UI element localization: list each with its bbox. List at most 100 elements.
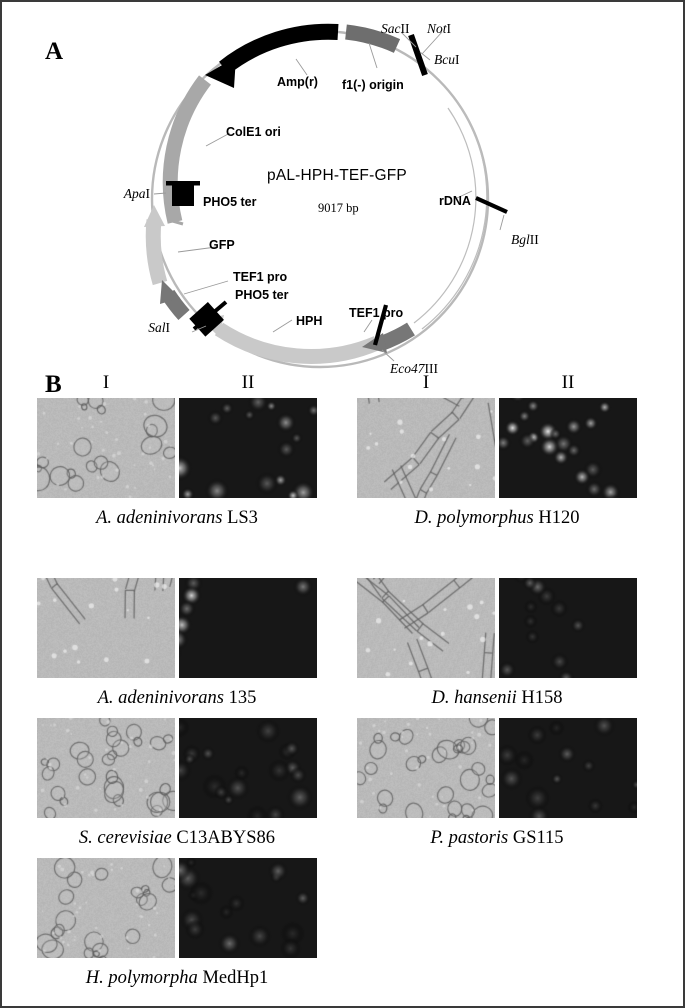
leader-rdna xyxy=(456,190,473,199)
micrograph-brightfield xyxy=(37,858,175,958)
micrograph-pair xyxy=(37,858,317,958)
specimen-strain: H158 xyxy=(516,688,563,708)
leader-bglii xyxy=(499,214,505,231)
micrograph-pair xyxy=(357,398,637,498)
micrograph-brightfield xyxy=(37,578,175,678)
specimen-caption: D. hansenii H158 xyxy=(357,688,637,709)
specimen-strain: C13ABYS86 xyxy=(171,828,276,848)
leader-hph xyxy=(272,319,293,333)
micrograph-pair xyxy=(37,718,317,818)
specimen-genus: P. pastoris xyxy=(430,828,509,848)
label-gfp: GFP xyxy=(209,238,235,252)
leader-eco47iii xyxy=(381,349,395,362)
specimen-genus: S. cerevisiae xyxy=(78,828,172,848)
column-header-ii: II xyxy=(561,372,575,393)
micrograph-fluorescence xyxy=(499,398,637,498)
micrograph-pair xyxy=(37,578,317,678)
feature-hph-body xyxy=(214,322,380,364)
micrograph-brightfield xyxy=(357,578,495,678)
rdna-arc-outer xyxy=(421,100,488,330)
micrograph-fluorescence xyxy=(179,578,317,678)
micrograph-brightfield xyxy=(357,398,495,498)
specimen-caption: D. polymorphus H120 xyxy=(357,508,637,529)
leader-sacii xyxy=(400,31,417,48)
micrograph-pair xyxy=(37,398,317,498)
micrograph-fluorescence xyxy=(179,398,317,498)
feature-pho5-ter-upper-bar xyxy=(166,181,200,186)
label-restriction-noti: NotI xyxy=(426,21,452,36)
feature-f1-origin xyxy=(344,24,401,53)
leader-bcui xyxy=(419,51,431,61)
panel-a-letter: A xyxy=(45,38,64,65)
cole1-end-cap xyxy=(168,218,184,226)
specimen-strain: MedHp1 xyxy=(197,968,269,988)
leader-sali xyxy=(191,325,207,333)
leader-cole1 xyxy=(205,132,231,147)
specimen-caption: A. adeninivorans LS3 xyxy=(37,508,317,529)
label-ampr: Amp(r) xyxy=(277,75,318,89)
leader-apai xyxy=(153,192,167,195)
label-pho5-ter-upper: PHO5 ter xyxy=(203,195,257,209)
leader-f1 xyxy=(368,42,378,69)
specimen-strain: H120 xyxy=(533,508,580,528)
label-restriction-bglii: BglII xyxy=(511,232,539,247)
specimen-strain: GS115 xyxy=(508,828,564,848)
plasmid-map-diagram: Amp(r) f1(-) origin ColE1 ori PHO5 ter G… xyxy=(2,2,683,374)
label-f1-origin: f1(-) origin xyxy=(342,78,404,92)
specimen-genus: H. polymorpha xyxy=(85,968,198,988)
specimen-caption: H. polymorpha MedHp1 xyxy=(37,968,317,989)
specimen-genus: D. hansenii xyxy=(431,688,517,708)
restriction-cut-sali xyxy=(192,300,228,331)
feature-gfp-arrowhead xyxy=(144,205,165,227)
specimen-caption: S. cerevisiae C13ABYS86 xyxy=(37,828,317,849)
label-hph: HPH xyxy=(296,314,322,328)
feature-ampr-arrowhead xyxy=(205,57,236,88)
leader-noti xyxy=(421,31,443,55)
label-restriction-sacii: SacII xyxy=(381,21,410,36)
feature-ampr-body xyxy=(219,23,339,75)
column-header-ii: II xyxy=(241,372,255,393)
leader-gfp xyxy=(177,246,217,253)
specimen-caption: A. adeninivorans 135 xyxy=(37,688,317,709)
label-pho5-ter-lower: PHO5 ter xyxy=(235,288,289,302)
plasmid-name: pAL-HPH-TEF-GFP xyxy=(267,167,407,184)
micrograph-fluorescence xyxy=(179,858,317,958)
restriction-cut-eco47iii xyxy=(372,304,389,346)
label-cole1-ori: ColE1 ori xyxy=(226,125,281,139)
plasmid-size: 9017 bp xyxy=(318,201,359,215)
label-rdna: rDNA xyxy=(439,194,471,208)
label-restriction-bcui: BcuI xyxy=(434,52,460,67)
micrograph-pair xyxy=(357,578,637,678)
micrograph-pair xyxy=(357,718,637,818)
rdna-arc-inner xyxy=(413,107,477,324)
label-restriction-sali: SalI xyxy=(148,320,170,335)
feature-tef1-pro-left-arrowhead xyxy=(160,280,180,304)
restriction-cut-sacii-noti-bcui xyxy=(408,34,428,76)
leader-ampr xyxy=(295,58,308,76)
specimen-strain: 135 xyxy=(224,688,257,708)
micrograph-fluorescence xyxy=(179,718,317,818)
feature-cole1-ori xyxy=(162,75,212,224)
micrograph-fluorescence xyxy=(499,718,637,818)
micrograph-brightfield xyxy=(357,718,495,818)
label-tef1-pro-left: TEF1 pro xyxy=(233,270,288,284)
leader-tef1-right xyxy=(363,319,373,333)
feature-gfp-body xyxy=(145,219,168,286)
specimen-strain: LS3 xyxy=(222,508,258,528)
specimen-genus: A. adeninivorans xyxy=(97,688,225,708)
label-tef1-pro-right: TEF1 pro xyxy=(349,306,404,320)
leader-tef1-left xyxy=(183,280,229,295)
column-header-i: I xyxy=(422,372,430,393)
specimen-genus: D. polymorphus xyxy=(414,508,534,528)
specimen-caption: P. pastoris GS115 xyxy=(357,828,637,849)
label-restriction-eco47iii: Eco47III xyxy=(389,361,438,374)
micrograph-brightfield xyxy=(37,718,175,818)
feature-pho5-ter-upper xyxy=(172,185,194,206)
panel-b-letter: B xyxy=(45,371,62,398)
column-header-i: I xyxy=(102,372,110,393)
micrograph-brightfield xyxy=(37,398,175,498)
restriction-cut-bglii xyxy=(475,196,508,214)
